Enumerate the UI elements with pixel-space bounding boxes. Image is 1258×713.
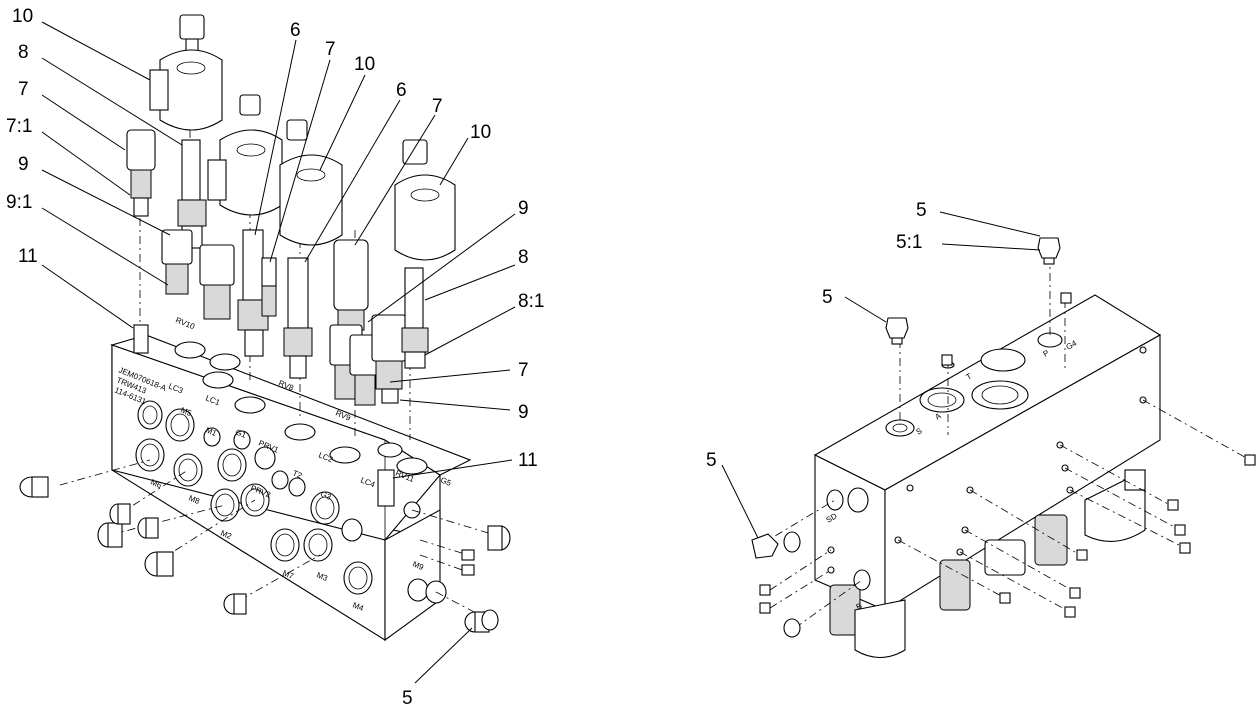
port-label-rv10: RV10	[174, 316, 196, 332]
port-label-right-a: A	[934, 411, 944, 422]
right-valve-manifold-assembly: S A T P G4 SD B	[706, 200, 1256, 659]
right-callout-leaders	[721, 211, 1041, 539]
port-label-g5: G5	[439, 476, 453, 489]
port-label-m6: M6	[149, 478, 163, 491]
callout-left-7-1: 7:1	[6, 116, 32, 137]
callout-left-9: 9	[18, 154, 29, 175]
left-top-ports	[174, 341, 428, 475]
callout-right-9-lower: 9	[518, 402, 529, 423]
callout-right-assembly-5-left: 5	[706, 450, 717, 471]
left-port-plugs	[19, 476, 511, 633]
callout-right-8-1: 8:1	[518, 291, 544, 312]
port-label-m5: M5	[179, 406, 193, 419]
callout-mid-10: 10	[354, 54, 375, 75]
port-label-t2: T2	[291, 469, 304, 481]
port-label-g1: G1	[234, 428, 248, 441]
callout-left-8: 8	[18, 42, 29, 63]
port-label-m8: M8	[187, 494, 201, 507]
port-label-g3: G3	[319, 490, 333, 503]
right-assembly-dashlines	[759, 255, 1251, 629]
port-label-m9: M9	[411, 560, 425, 573]
port-label-m1: M1	[204, 426, 218, 439]
callout-right-9: 9	[518, 198, 529, 219]
callout-mid-7: 7	[325, 39, 336, 60]
right-callout-numbers: 5 5:1 5 5	[706, 200, 927, 471]
callout-left-11: 11	[18, 246, 38, 267]
left-valve-manifold-assembly: LC3 LC1 RV8 RV9 RV10 RV11 LC2 LC4 M5 M6 …	[6, 6, 544, 709]
callout-right-11: 11	[518, 450, 538, 471]
callout-right-8: 8	[518, 247, 529, 268]
left-callout-numbers: 10 8 7 7:1 9 9:1 11 6 7 10 6 7 10 9 8 8:…	[6, 6, 544, 709]
port-label-right-t: T	[965, 371, 974, 381]
callout-left-7: 7	[18, 79, 29, 100]
left-face-ports	[135, 400, 447, 604]
right-port-plugs	[751, 237, 1256, 638]
callout-right-7: 7	[518, 360, 529, 381]
right-under-cartridges	[829, 469, 1146, 659]
left-callout-leaders	[41, 21, 516, 684]
right-top-ports	[885, 332, 1063, 437]
callout-right-assembly-5-1: 5:1	[896, 232, 922, 253]
port-label-m2: M2	[219, 529, 233, 542]
port-label-m7: M7	[281, 569, 295, 582]
callout-mid-7-right: 7	[432, 96, 443, 117]
left-valve-cartridges	[126, 14, 456, 507]
port-label-right-s: S	[915, 426, 924, 436]
callout-mid-6-right: 6	[396, 80, 407, 101]
callout-right-assembly-5-top: 5	[916, 200, 927, 221]
callout-left-9-1: 9:1	[6, 192, 32, 213]
callout-bottom-5: 5	[402, 688, 413, 709]
port-label-right-b: B	[855, 601, 864, 611]
callout-left-10-top: 10	[12, 6, 33, 27]
port-label-right-p: P	[1042, 348, 1051, 358]
callout-mid-6: 6	[290, 20, 301, 41]
port-label-m4: M4	[351, 601, 365, 614]
callout-right-assembly-5-mid: 5	[822, 287, 833, 308]
port-label-m3: M3	[315, 571, 329, 584]
callout-right-10: 10	[470, 122, 491, 143]
